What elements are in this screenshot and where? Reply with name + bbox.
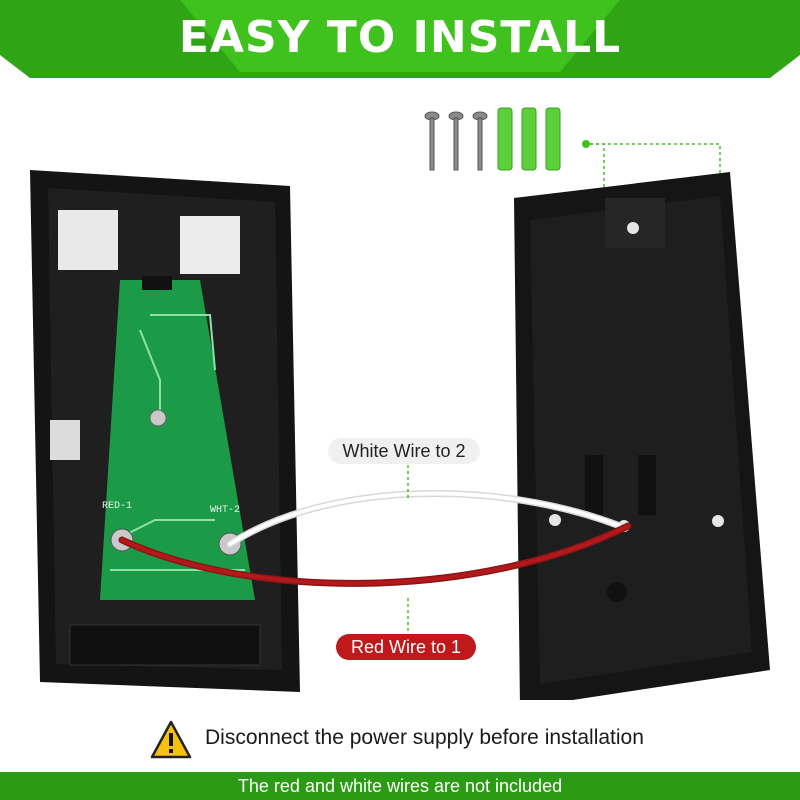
warning-text: Disconnect the power supply before insta… (205, 726, 644, 749)
warning-triangle-icon (150, 720, 192, 759)
terminal-1-label: RED-1 (102, 501, 132, 512)
footer-note: The red and white wires are not included (237, 776, 563, 796)
terminal-2-label: WHT-2 (210, 505, 240, 516)
red-wire-label: Red Wire to 1 (336, 634, 476, 660)
white-wire-label: White Wire to 2 (328, 438, 480, 464)
footer-bar: The red and white wires are not included (0, 772, 800, 800)
warning-notice: Disconnect the power supply before insta… (150, 718, 690, 764)
banner-title: EASY TO INSTALL (178, 12, 622, 63)
title-banner (0, 0, 800, 78)
doorbell-housing-back (514, 172, 770, 700)
wires (118, 490, 632, 587)
screws-and-anchors (408, 100, 590, 186)
product-illustration: RED-1 WHT-2 (30, 100, 770, 700)
